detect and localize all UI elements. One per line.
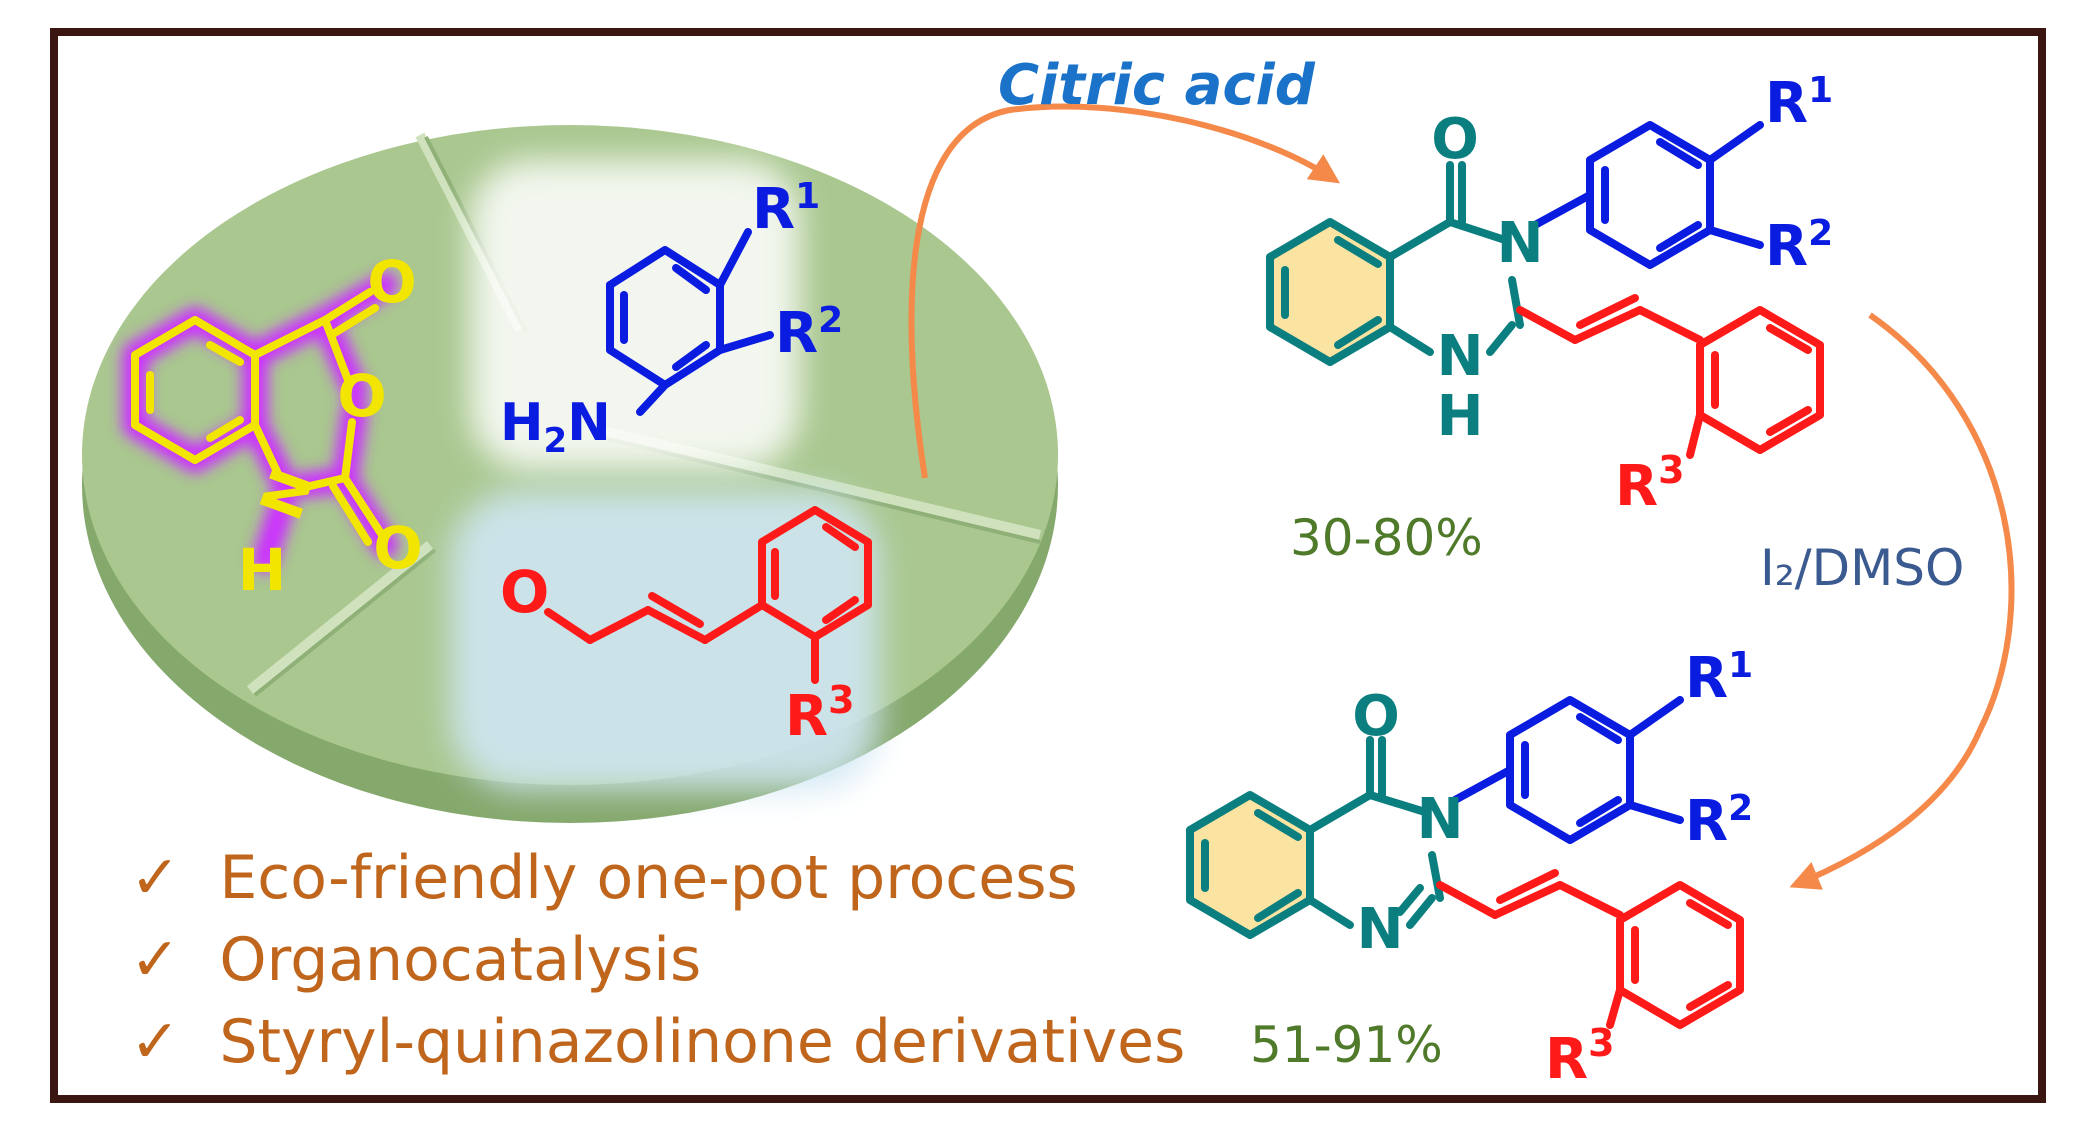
product2-R2: R2: [1685, 788, 1753, 854]
aldehyde-O: O: [500, 558, 549, 626]
check-icon: ✓: [130, 1007, 180, 1077]
product-quinazolinone: O N N R1 R2 R3: [1186, 645, 1753, 1092]
product-dihydroquinazolinone: O N N H R1 R2 R3: [1266, 70, 1833, 519]
product2-R3: R3: [1545, 1021, 1615, 1092]
feature-list: ✓ Eco-friendly one-pot process ✓ Organoc…: [130, 843, 1185, 1077]
aniline-reactant: R1 R2 H2N: [470, 160, 843, 470]
arrow-step-2: [1789, 312, 2015, 890]
product1-R3: R3: [1615, 448, 1685, 519]
feature-item: ✓ Styryl-quinazolinone derivatives: [130, 1007, 1185, 1077]
check-icon: ✓: [130, 925, 180, 995]
anhydride-O-ring: O: [337, 362, 386, 430]
aldehyde-R3: R3: [785, 678, 855, 749]
condition-iodine-dmso: I₂/DMSO: [1760, 539, 1964, 597]
isatoic-anhydride: O O O N H: [122, 248, 423, 604]
yield-step-1: 30-80%: [1290, 509, 1483, 567]
product1-H: H: [1437, 384, 1484, 449]
product2-O: O: [1352, 684, 1400, 749]
aniline-R1: R1: [752, 176, 820, 242]
tablet-score-line: [246, 541, 434, 694]
aniline-R2: R2: [775, 300, 843, 366]
feature-item: ✓ Eco-friendly one-pot process: [130, 843, 1078, 913]
product1-R2: R2: [1765, 213, 1833, 279]
product2-N1: N: [1357, 897, 1404, 962]
condition-citric-acid: Citric acid: [998, 53, 1316, 118]
product1-R1: R1: [1765, 70, 1833, 136]
anhydride-O-carbonyl: O: [367, 248, 416, 316]
product1-O: O: [1431, 107, 1479, 172]
feature-item: ✓ Organocatalysis: [130, 925, 701, 995]
anhydride-O-carbamate: O: [373, 514, 422, 582]
product1-N3: N: [1497, 211, 1544, 276]
yield-step-2: 51-91%: [1250, 1016, 1443, 1074]
cinnamaldehyde-reactant: O R3: [450, 490, 880, 790]
product2-N3: N: [1417, 787, 1464, 852]
product2-R1: R1: [1685, 645, 1753, 711]
arrow-step-1: [908, 103, 1340, 479]
check-icon: ✓: [130, 843, 180, 913]
product1-N1: N: [1437, 324, 1484, 389]
tablet-score-line: [253, 548, 437, 697]
aniline-NH2: H2N: [500, 393, 611, 461]
anhydride-H: H: [238, 536, 287, 604]
